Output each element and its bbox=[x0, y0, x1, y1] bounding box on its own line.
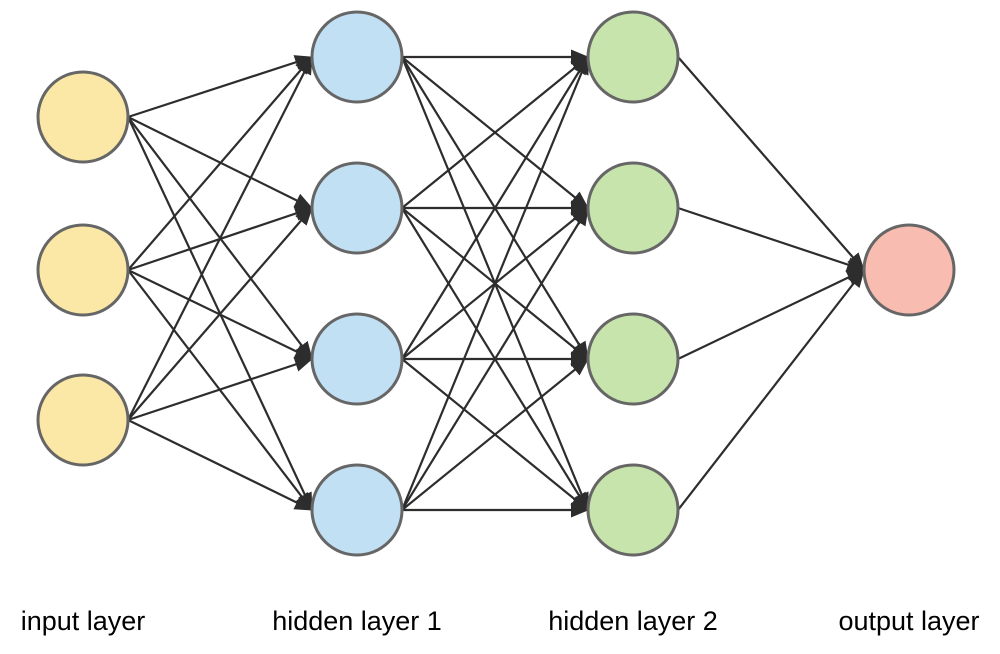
edge-hidden2-3-to-output-1 bbox=[677, 269, 865, 360]
node-hidden2-2 bbox=[586, 161, 680, 255]
edge-input-3-to-hidden1-4 bbox=[127, 419, 313, 511]
nodes-group bbox=[36, 10, 956, 557]
edge-input-3-to-hidden1-1 bbox=[127, 56, 313, 421]
layer-label-hidden2: hidden layer 2 bbox=[548, 606, 718, 636]
edge-input-1-to-hidden1-1 bbox=[127, 55, 313, 119]
layer-label-input: input layer bbox=[20, 606, 146, 636]
edge-hidden2-4-to-output-1 bbox=[677, 269, 865, 511]
node-hidden1-4 bbox=[310, 463, 404, 557]
edge-hidden1-4-to-hidden2-2 bbox=[401, 207, 589, 511]
edge-hidden1-4-to-hidden2-3 bbox=[401, 358, 589, 511]
edge-hidden2-1-to-output-1 bbox=[677, 56, 865, 271]
edge-hidden2-2-to-output-1 bbox=[677, 206, 865, 272]
node-output-1 bbox=[862, 223, 956, 317]
edges-group bbox=[127, 49, 865, 518]
node-input-2 bbox=[36, 223, 130, 317]
node-hidden1-2 bbox=[310, 161, 404, 255]
edge-hidden1-3-to-hidden2-1 bbox=[401, 56, 589, 360]
node-hidden1-1 bbox=[310, 10, 404, 104]
edge-input-2-to-hidden1-1 bbox=[127, 56, 313, 271]
edge-input-3-to-hidden1-2 bbox=[127, 207, 313, 421]
layer-label-output: output layer bbox=[838, 606, 980, 636]
node-hidden2-3 bbox=[586, 312, 680, 406]
node-input-1 bbox=[36, 70, 130, 164]
node-input-3 bbox=[36, 373, 130, 467]
edge-input-3-to-hidden1-3 bbox=[127, 357, 313, 422]
node-hidden1-3 bbox=[310, 312, 404, 406]
node-hidden2-1 bbox=[586, 10, 680, 104]
node-hidden2-4 bbox=[586, 463, 680, 557]
edge-hidden1-2-to-hidden2-1 bbox=[401, 56, 589, 209]
layer-label-hidden1: hidden layer 1 bbox=[272, 606, 442, 636]
edge-hidden1-4-to-hidden2-1 bbox=[400, 56, 590, 511]
